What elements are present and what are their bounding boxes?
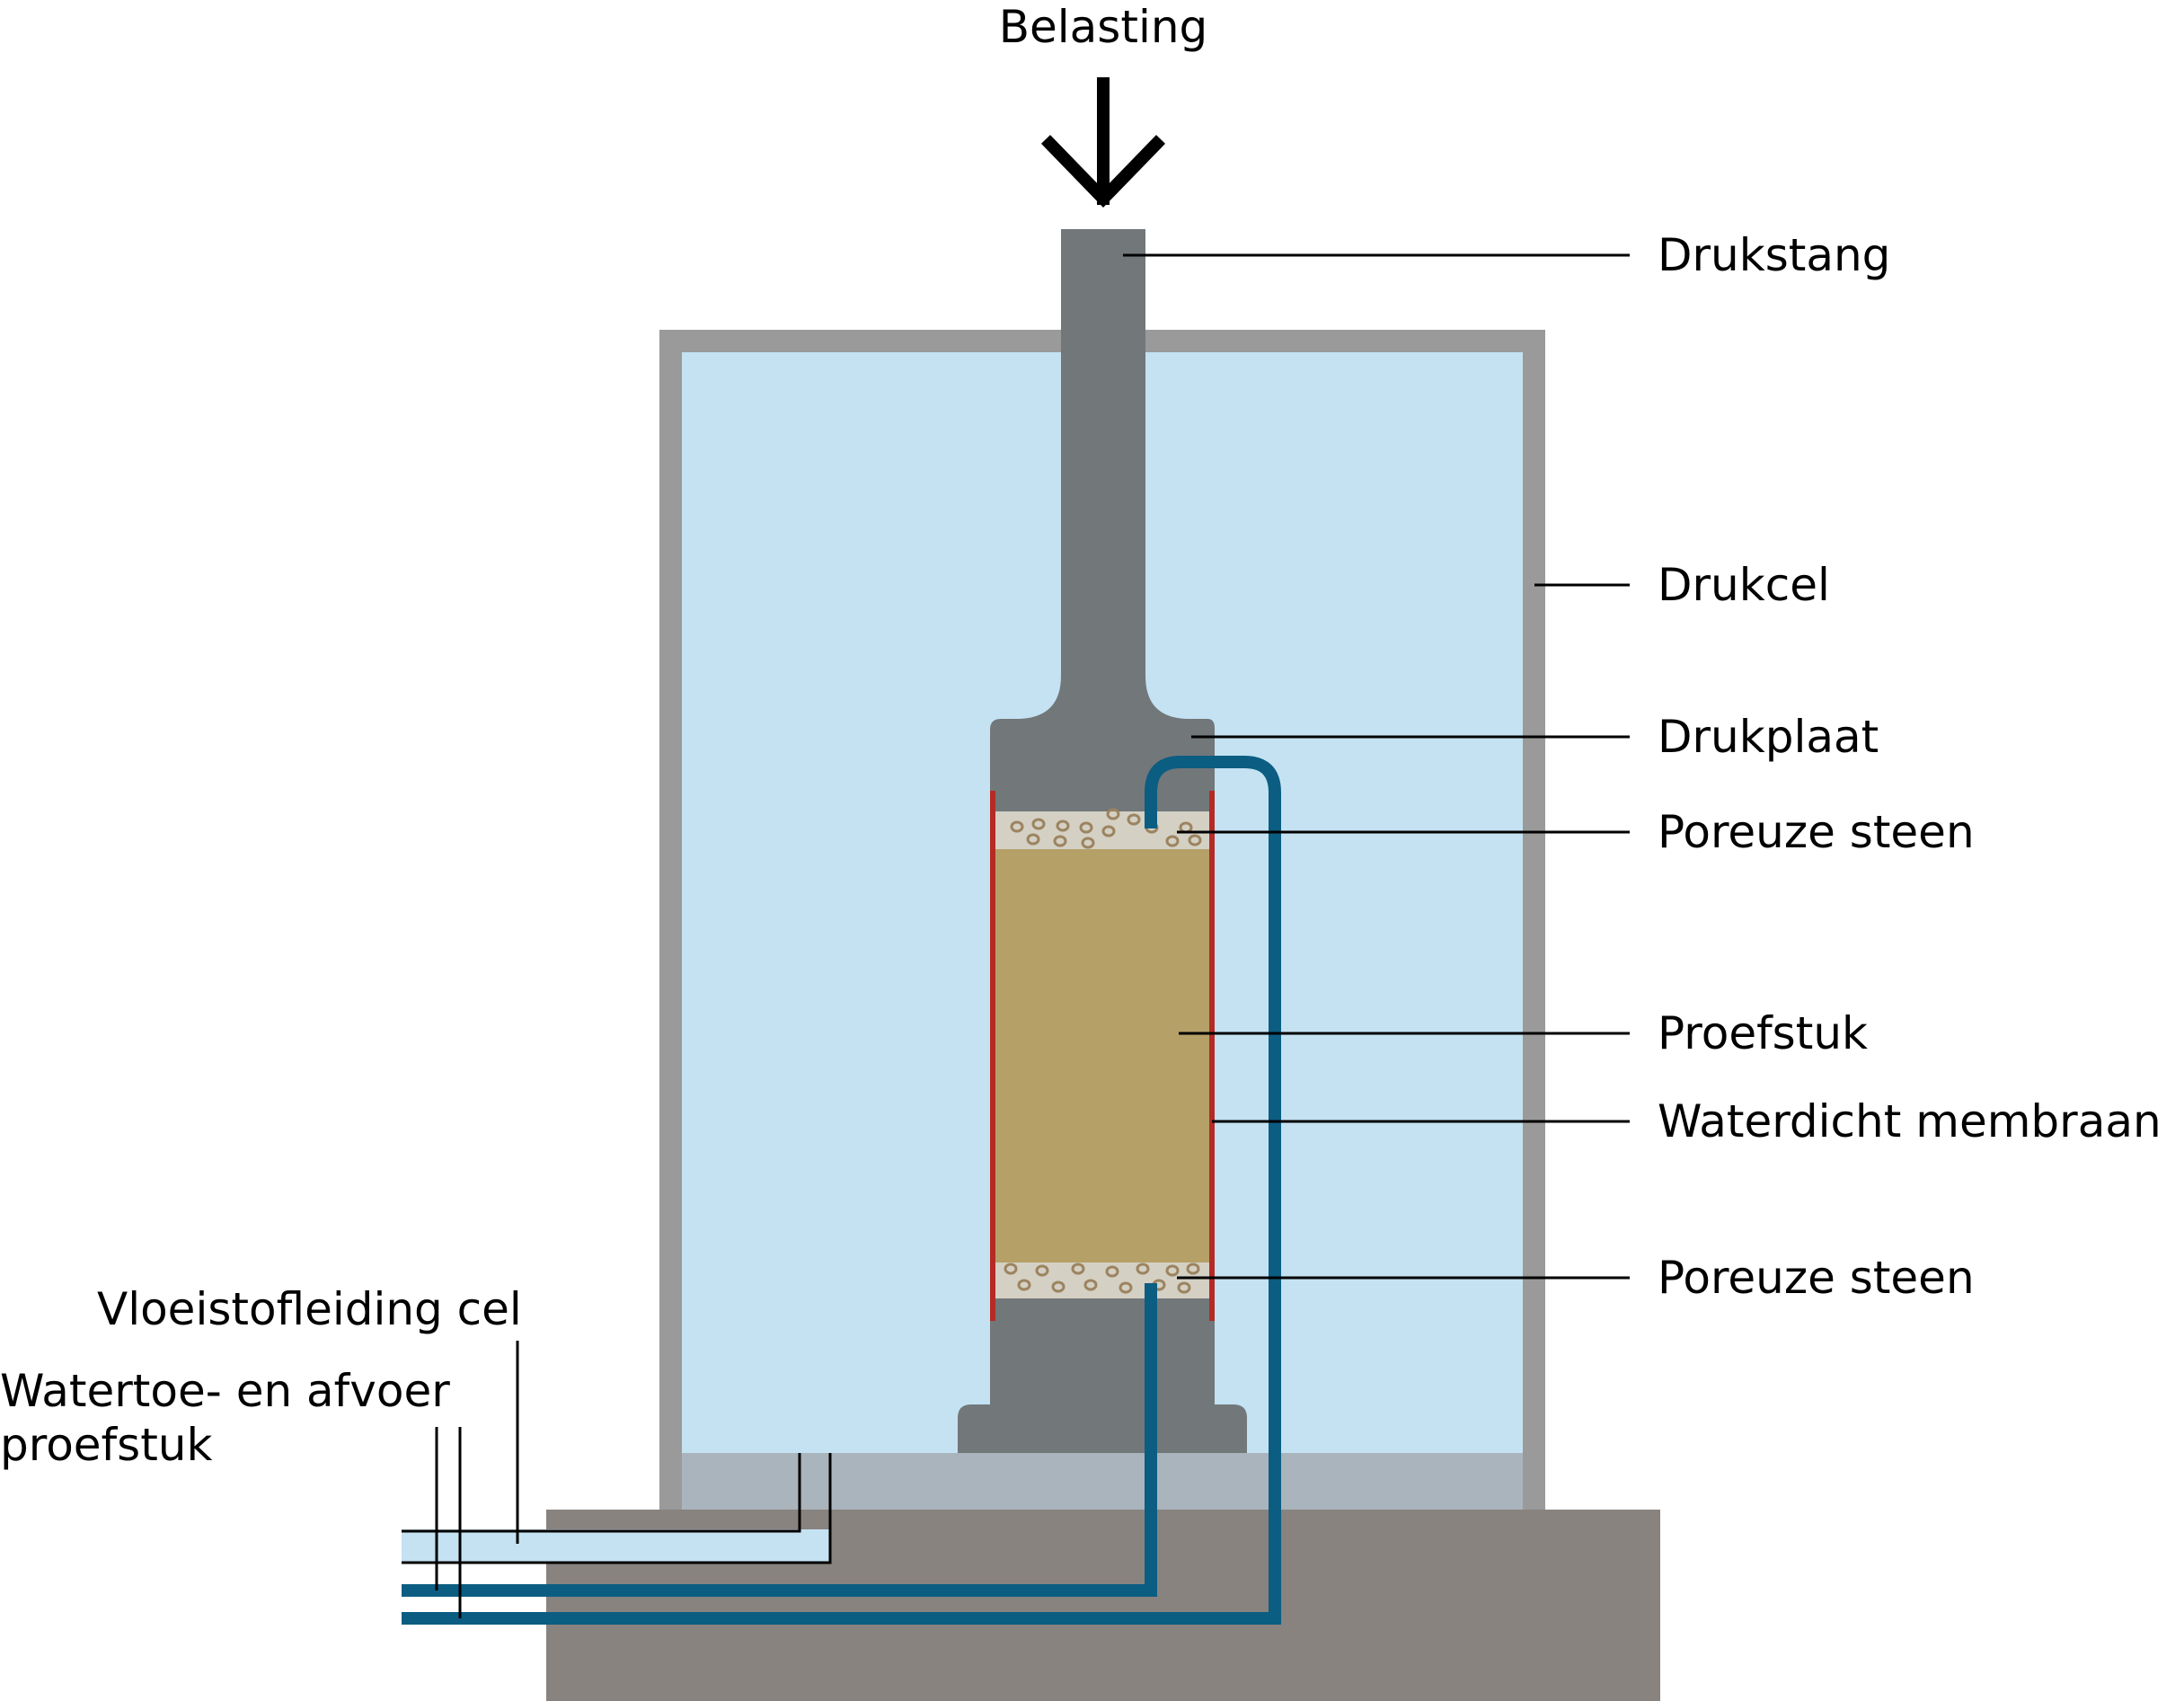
label-specimen-water-line-2: proefstuk [0,1419,212,1471]
label-cell-fluid-line: Vloeistofleiding cel [97,1283,522,1335]
drain-pipe-bottom [402,1283,1157,1597]
load-arrow-icon [1040,77,1166,208]
cell-fluid-line [402,1529,829,1564]
label-porous-stone-top: Poreuze steen [1658,806,1975,858]
specimen [995,849,1210,1262]
cell-fluid-line-edge-bottom [402,1453,832,1564]
bottom-pedestal [958,1298,1247,1453]
cell-fluid-line-edge-top [402,1453,801,1533]
leader-lines [435,253,1630,1618]
label-piston: Drukstang [1658,229,1890,281]
label-cell: Drukcel [1658,559,1830,611]
drain-pipe-top [402,756,1281,1625]
label-membrane: Waterdicht membraan [1658,1095,2162,1147]
porous-stone-bottom [995,1262,1210,1298]
cell-base-plate [682,1453,1523,1510]
label-pressure-plate: Drukplaat [1658,711,1879,763]
label-specimen: Proefstuk [1658,1007,1868,1059]
label-load: Belasting [999,1,1208,53]
piston-rod-and-pressure-plate [990,229,1215,811]
label-porous-stone-bottom: Poreuze steen [1658,1252,1975,1304]
label-specimen-water-line-1: Watertoe- en afvoer [0,1365,450,1417]
porous-stone-bottom-grains [1004,1262,1200,1294]
membrane-left [990,791,995,1321]
membrane-right [1209,791,1215,1321]
